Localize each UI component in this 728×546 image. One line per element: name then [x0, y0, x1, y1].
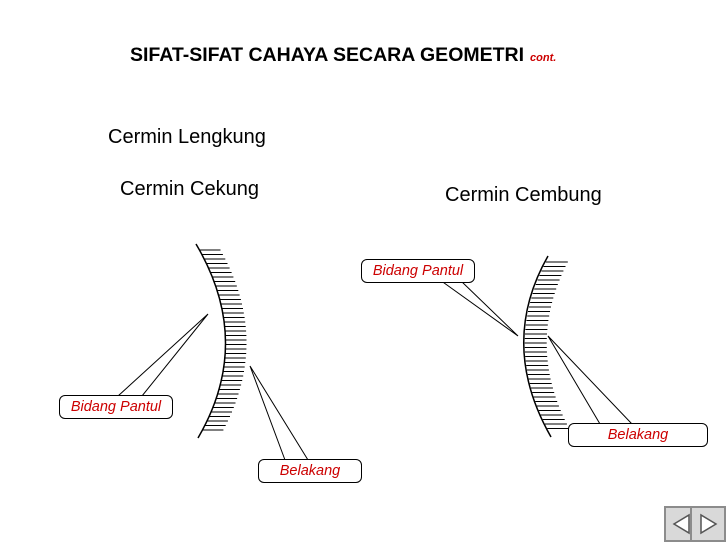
- concave-surface-callout: Bidang Pantul: [59, 395, 173, 419]
- convex-mirror-label: Cermin Cembung: [445, 184, 602, 206]
- next-slide-button[interactable]: [690, 506, 726, 542]
- forward-arrow-icon: [700, 513, 718, 535]
- section-heading: Cermin Lengkung: [108, 126, 266, 148]
- convex-surface-pointer: [438, 279, 519, 337]
- concave-mirror-label: Cermin Cekung: [120, 178, 259, 200]
- back-arrow-icon: [672, 513, 690, 535]
- slide-title: SIFAT-SIFAT CAHAYA SECARA GEOMETRI cont.: [130, 44, 556, 67]
- callout-pointers: [116, 279, 634, 461]
- title-main: SIFAT-SIFAT CAHAYA SECARA GEOMETRI: [130, 44, 525, 66]
- convex-surface-callout: Bidang Pantul: [361, 259, 475, 283]
- title-suffix: cont.: [530, 52, 557, 64]
- convex-mirror: [523, 255, 570, 438]
- concave-mirror: [195, 243, 247, 439]
- concave-back-pointer: [249, 365, 309, 461]
- concave-surface-pointer: [116, 313, 209, 397]
- concave-back-callout: Belakang: [258, 459, 362, 483]
- convex-back-callout: Belakang: [568, 423, 708, 447]
